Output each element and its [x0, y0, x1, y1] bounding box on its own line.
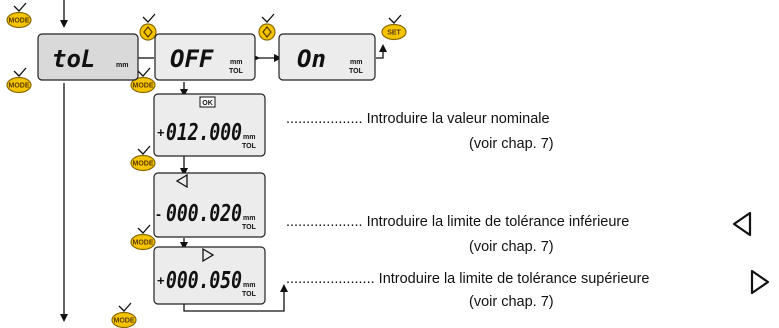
mode-button-label: MODE [133, 83, 154, 90]
instruction-lower-text: Introduire la limite de tolérance inféri… [366, 214, 630, 230]
display-nominal: OK + 012.000 mm TOL [153, 93, 266, 157]
display-on-unit: mm [350, 59, 362, 66]
mode-button-icon: MODE [111, 302, 137, 328]
set-button-label: SET [387, 30, 401, 37]
instruction-nominal-ref: (voir chap. 7) [469, 136, 554, 152]
instruction-upper-text: Introduire la limite de tolérance supéri… [378, 271, 650, 287]
triangle-left-icon [732, 211, 752, 237]
instruction-nominal: ................... Introduire la valeur… [286, 111, 550, 127]
display-off-tol: TOL [229, 68, 244, 75]
dot-leader: ................... [286, 111, 363, 127]
mode-button-icon: MODE [6, 67, 32, 94]
arrow-up-icon [376, 44, 387, 59]
mode-button-label: MODE [133, 161, 154, 168]
display-nominal-sign: + [157, 125, 165, 140]
display-tol: toL mm [37, 33, 139, 81]
mode-button-icon: MODE [130, 145, 156, 172]
set-button-icon: SET [381, 14, 407, 41]
display-off-text: OFF [170, 45, 214, 73]
display-off-unit: mm [230, 59, 242, 66]
display-upper-unit: mm [243, 282, 255, 289]
triangle-right-icon [202, 247, 215, 263]
instruction-lower: ................... Introduire la limite… [286, 214, 629, 230]
display-lower-tol: TOL [242, 224, 257, 231]
mode-button-label: MODE [114, 318, 135, 325]
display-on: On mm TOL [278, 33, 376, 81]
dot-leader: ................... [286, 214, 363, 230]
display-upper-value: 000.050 [166, 268, 242, 294]
mode-button-icon: MODE [130, 224, 156, 251]
ok-label: OK [202, 100, 213, 107]
display-nominal-unit: mm [243, 134, 255, 141]
instruction-lower-ref: (voir chap. 7) [469, 239, 554, 255]
select-button-icon [258, 13, 276, 41]
mode-button-icon: MODE [6, 2, 32, 29]
display-tol-unit: mm [116, 62, 128, 69]
select-button-icon [139, 13, 157, 41]
triangle-left-icon [175, 173, 188, 189]
mode-button-label: MODE [9, 18, 30, 25]
triangle-right-icon [750, 269, 770, 295]
display-lower-sign: - [156, 206, 161, 223]
display-lower-unit: mm [243, 215, 255, 222]
arrow-up-icon [183, 284, 288, 312]
display-tol-text: toL [52, 45, 95, 73]
display-upper-tol: TOL [242, 291, 257, 298]
ok-icon [199, 96, 216, 108]
display-nominal-value: 012.000 [166, 120, 242, 146]
dot-leader: ...................... [286, 271, 375, 287]
display-off: OFF mm TOL [154, 33, 256, 81]
mode-button-label: MODE [9, 83, 30, 90]
instruction-upper-ref: (voir chap. 7) [469, 294, 554, 310]
instruction-nominal-text: Introduire la valeur nominale [366, 111, 550, 127]
display-on-tol: TOL [349, 68, 364, 75]
display-nominal-tol: TOL [242, 143, 257, 150]
instruction-upper: ...................... Introduire la lim… [286, 271, 650, 287]
display-upper-sign: + [157, 273, 165, 288]
display-lower-value: 000.020 [166, 201, 242, 227]
display-upper: + 000.050 mm TOL [153, 246, 266, 305]
display-on-text: On [297, 45, 326, 73]
display-lower: - 000.020 mm TOL [153, 172, 266, 238]
mode-button-label: MODE [133, 240, 154, 247]
mode-button-icon: MODE [130, 67, 156, 94]
